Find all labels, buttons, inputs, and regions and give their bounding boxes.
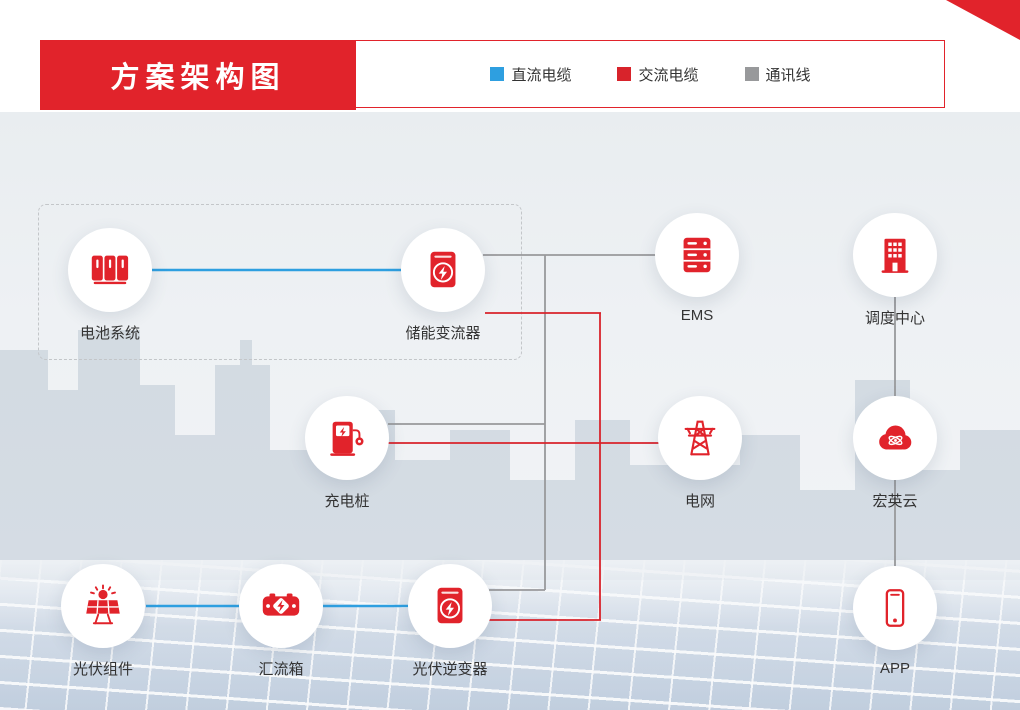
battery-cabinet-icon	[91, 255, 129, 285]
node-label: APP	[879, 660, 911, 677]
inverter-bolt-icon	[430, 251, 456, 288]
node-label: EMS	[680, 307, 714, 324]
node-label: 宏英云	[872, 493, 918, 510]
node-label: 充电桩	[324, 493, 370, 510]
solar-panel-field	[0, 560, 1020, 710]
legend-label: 交流电缆	[638, 66, 699, 84]
ev-charger-icon	[330, 421, 364, 456]
node-circle	[658, 396, 742, 480]
node-label: 储能变流器	[405, 325, 481, 342]
legend-label: 通讯线	[765, 66, 811, 84]
cloud-icon	[879, 425, 912, 450]
solar-panel-icon	[86, 584, 120, 625]
ac-cable-swatch-icon	[617, 67, 632, 81]
node-circle	[408, 564, 492, 648]
combiner-box-icon	[262, 593, 300, 616]
header-bar: 方案架构图 直流电缆 交流电缆 通讯线	[40, 40, 945, 110]
node-circle	[239, 564, 323, 648]
node-circle	[853, 213, 937, 297]
node-label: 汇流箱	[258, 661, 304, 678]
node-circle	[68, 228, 152, 312]
node-circle	[305, 396, 389, 480]
storage-group-box	[38, 204, 522, 360]
node-label: 光伏组件	[72, 661, 134, 678]
node-circle	[401, 228, 485, 312]
node-label: 光伏逆变器	[412, 661, 488, 678]
building-icon	[881, 238, 909, 273]
node-label: 电网	[684, 493, 716, 510]
background-photo	[0, 112, 1020, 710]
server-rack-icon	[683, 237, 711, 273]
node-label: 调度中心	[864, 310, 926, 327]
legend: 直流电缆 交流电缆 通讯线	[357, 41, 944, 107]
page-title: 方案架构图	[40, 40, 356, 110]
city-skyline	[0, 330, 1020, 580]
dc-cable-swatch-icon	[490, 67, 505, 81]
node-label: 电池系统	[79, 325, 141, 342]
legend-item-comm: 通讯线	[744, 64, 811, 85]
legend-item-dc: 直流电缆	[490, 64, 571, 85]
node-circle	[853, 396, 937, 480]
node-circle	[655, 213, 739, 297]
legend-item-ac: 交流电缆	[617, 64, 699, 85]
node-circle	[853, 566, 937, 650]
node-circle	[61, 564, 145, 648]
inverter-bolt-icon	[437, 587, 463, 624]
comm-line-swatch-icon	[744, 67, 759, 81]
transmission-tower-icon	[684, 420, 716, 456]
legend-label: 直流电缆	[511, 66, 572, 84]
smartphone-icon	[885, 589, 905, 627]
